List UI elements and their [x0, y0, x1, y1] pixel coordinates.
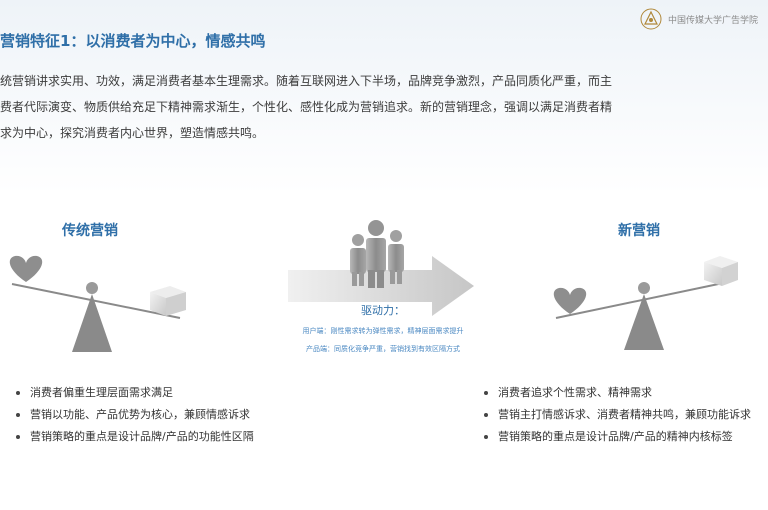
driving-force-box: 驱动力： 用户端：刚性需求转为弹性需求，精神层面需求提升 产品端：同质化竞争严重… — [268, 300, 498, 362]
cube-icon — [704, 256, 738, 286]
traditional-marketing-list: 消费者偏重生理层面需求满足 营销以功能、产品优势为核心，兼顾情感诉求 营销策略的… — [16, 382, 316, 448]
driving-force-user-side: 用户端：刚性需求转为弹性需求，精神层面需求提升 — [302, 327, 464, 335]
intro-line: 费者代际演变、物质供给充足下精神需求渐生，个性化、感性化成为营销追求。新的营销理… — [0, 100, 613, 114]
driving-force-title: 驱动力： — [361, 304, 405, 317]
cube-icon — [150, 286, 186, 316]
heart-icon — [553, 287, 587, 314]
bullet-dot — [484, 391, 488, 395]
list-item-text: 消费者偏重生理层面需求满足 — [30, 386, 173, 399]
intro-line: 统营销讲求实用、功效，满足消费者基本生理需求。随着互联网进入下半场，品牌竞争激烈… — [0, 74, 613, 88]
bullet-dot — [484, 435, 488, 439]
list-item-text: 营销主打情感诉求、消费者精神共鸣，兼顾功能诉求 — [498, 408, 751, 421]
page-title: 营销特征1：以消费者为中心，情感共鸣 — [0, 32, 266, 50]
intro-line: 求为中心，探究消费者内心世界，塑造情感共鸣。 — [0, 126, 265, 140]
list-item: 营销主打情感诉求、消费者精神共鸣，兼顾功能诉求 — [484, 404, 768, 426]
logo-text: 中国传媒大学广告学院 — [667, 15, 758, 26]
intro-paragraph: 统营销讲求实用、功效，满足消费者基本生理需求。随着互联网进入下半场，品牌竞争激烈… — [0, 68, 768, 146]
bullet-dot — [16, 435, 20, 439]
university-logo-icon — [640, 8, 662, 30]
list-item: 营销策略的重点是设计品牌/产品的精神内核标签 — [484, 426, 768, 448]
list-item-text: 营销策略的重点是设计品牌/产品的精神内核标签 — [498, 430, 733, 443]
new-marketing-list: 消费者追求个性需求、精神需求 营销主打情感诉求、消费者精神共鸣，兼顾功能诉求 营… — [484, 382, 768, 448]
list-item: 营销策略的重点是设计品牌/产品的功能性区隔 — [16, 426, 316, 448]
heart-icon — [9, 255, 43, 282]
new-marketing-label: 新营销 — [618, 223, 660, 239]
list-item: 消费者偏重生理层面需求满足 — [16, 382, 316, 404]
logo: 中国传媒大学广告学院 — [640, 8, 758, 30]
traditional-marketing-label: 传统营销 — [62, 223, 118, 239]
list-item: 营销以功能、产品优势为核心，兼顾情感诉求 — [16, 404, 316, 426]
list-item-text: 营销策略的重点是设计品牌/产品的功能性区隔 — [30, 430, 254, 443]
seesaw-icon — [555, 281, 729, 350]
list-item-text: 消费者追求个性需求、精神需求 — [498, 386, 652, 399]
seesaw-icon — [11, 282, 181, 352]
header: 营销特征1：以消费者为中心，情感共鸣 — [0, 26, 330, 56]
bullet-dot — [16, 413, 20, 417]
bullet-dot — [16, 391, 20, 395]
people-group-icon — [350, 220, 404, 288]
list-item-text: 营销以功能、产品优势为核心，兼顾情感诉求 — [30, 408, 250, 421]
list-item: 消费者追求个性需求、精神需求 — [484, 382, 768, 404]
bullet-dot — [484, 413, 488, 417]
driving-force-product-side: 产品端：同质化竞争严重，营销找到有效区隔方式 — [306, 345, 460, 353]
